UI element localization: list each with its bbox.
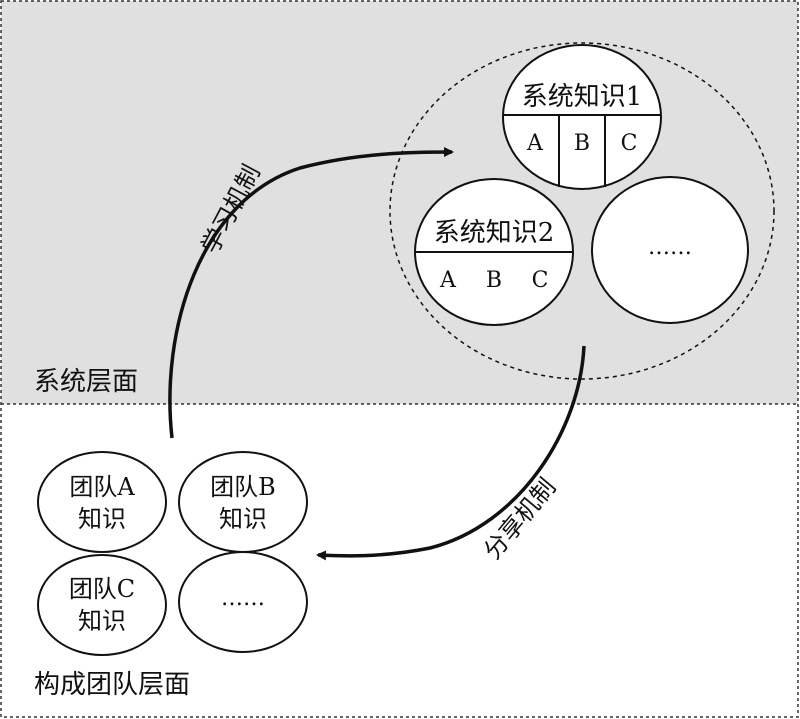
system-knowledge-1-part-a: A: [526, 131, 544, 156]
system-knowledge-1-part-b: B: [574, 131, 590, 156]
team-b-line1: 团队B: [210, 473, 276, 501]
system-knowledge-1: 系统知识1 A B C: [502, 44, 662, 190]
team-layer-label: 构成团队层面: [34, 670, 190, 700]
system-knowledge-container: [389, 42, 775, 380]
system-knowledge-more-label: ……: [648, 235, 692, 260]
team-a-knowledge: 团队A 知识: [37, 451, 167, 553]
team-c-line2: 知识: [78, 607, 126, 635]
system-knowledge-1-title: 系统知识1: [522, 82, 643, 112]
team-a-line1: 团队A: [69, 473, 135, 501]
team-b-line2: 知识: [219, 505, 267, 533]
sharing-arrow: [316, 345, 586, 561]
team-more-label: ……: [221, 586, 265, 611]
system-knowledge-2-part-a: A: [439, 268, 457, 293]
system-knowledge-2: 系统知识2 A B C: [414, 178, 574, 326]
team-a-line2: 知识: [78, 505, 126, 533]
system-knowledge-2-part-c: C: [532, 268, 549, 293]
system-layer-label: 系统层面: [34, 367, 138, 397]
system-knowledge-2-title: 系统知识2: [434, 218, 555, 248]
system-knowledge-more: ……: [591, 176, 749, 324]
team-more-knowledge: ……: [178, 551, 308, 653]
system-knowledge-2-part-b: B: [486, 268, 502, 293]
team-b-knowledge: 团队B 知识: [178, 451, 308, 553]
system-knowledge-1-part-c: C: [621, 131, 638, 156]
learning-arrow: [168, 147, 454, 439]
team-c-line1: 团队C: [69, 575, 135, 603]
team-c-knowledge: 团队C 知识: [37, 554, 167, 656]
